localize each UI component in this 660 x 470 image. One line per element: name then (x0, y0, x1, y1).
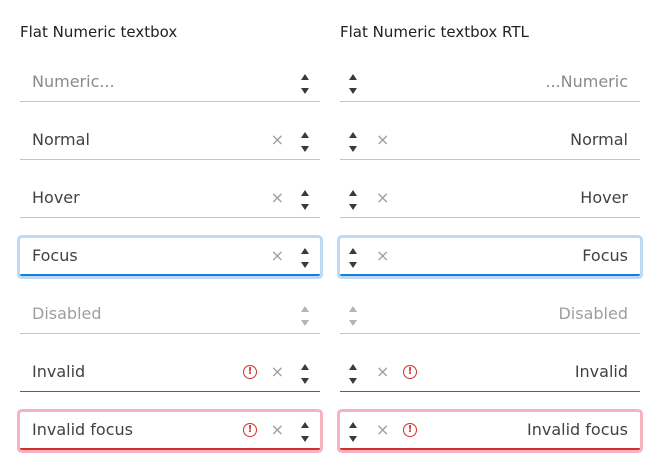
spinner[interactable] (347, 126, 361, 156)
spinner (347, 300, 361, 330)
close-icon[interactable]: × (376, 188, 390, 207)
triangle-down-icon[interactable] (349, 378, 357, 384)
spinner[interactable] (299, 126, 313, 156)
numeric-textbox-normal-rtl[interactable]: Normal × (340, 122, 640, 160)
close-icon[interactable]: × (270, 188, 284, 207)
numeric-textbox-invalid-focus[interactable]: Invalid focus ! × (20, 412, 320, 450)
numeric-input-value[interactable]: Focus (32, 246, 78, 265)
numeric-textbox-invalid-rtl[interactable]: Invalid ! × (340, 354, 640, 392)
triangle-up-icon[interactable] (349, 132, 357, 138)
close-icon[interactable]: × (376, 246, 390, 265)
spinner[interactable] (299, 358, 313, 388)
triangle-down-icon[interactable] (349, 262, 357, 268)
exclamation-circle-icon: ! (403, 423, 417, 437)
numeric-textbox-invalid[interactable]: Invalid ! × (20, 354, 320, 392)
numeric-textbox-invalid-focus-rtl[interactable]: Invalid focus ! × (340, 412, 640, 450)
numeric-input-value[interactable]: Normal (32, 130, 90, 149)
numeric-textbox-disabled-rtl: Disabled (340, 296, 640, 334)
close-icon[interactable]: × (270, 130, 284, 149)
spinner[interactable] (347, 184, 361, 214)
triangle-down-icon[interactable] (301, 262, 309, 268)
numeric-textbox-placeholder[interactable]: Numeric... (20, 64, 320, 102)
spinner[interactable] (299, 416, 313, 446)
triangle-up-icon (349, 306, 357, 312)
triangle-up-icon[interactable] (301, 74, 309, 80)
triangle-down-icon (349, 320, 357, 326)
exclamation-circle-icon: ! (403, 365, 417, 379)
column-title: Flat Numeric textbox RTL (340, 23, 529, 41)
numeric-textbox-focus-rtl[interactable]: Focus × (340, 238, 640, 276)
numeric-textbox-placeholder-rtl[interactable]: ...Numeric (340, 64, 640, 102)
triangle-down-icon[interactable] (349, 204, 357, 210)
triangle-up-icon[interactable] (349, 190, 357, 196)
spinner[interactable] (347, 68, 361, 98)
triangle-down-icon (301, 320, 309, 326)
triangle-up-icon[interactable] (301, 190, 309, 196)
exclamation-circle-icon: ! (243, 365, 257, 379)
close-icon[interactable]: × (376, 362, 390, 381)
numeric-textbox-hover-rtl[interactable]: Hover × (340, 180, 640, 218)
triangle-down-icon[interactable] (301, 378, 309, 384)
numeric-input-placeholder[interactable]: Numeric... (32, 72, 115, 91)
numeric-input-value[interactable]: Hover (32, 188, 80, 207)
numeric-input-value[interactable]: Invalid (574, 362, 628, 381)
triangle-down-icon[interactable] (301, 204, 309, 210)
close-icon[interactable]: × (376, 130, 390, 149)
numeric-input-value[interactable]: Invalid (32, 362, 86, 381)
exclamation-circle-icon: ! (243, 423, 257, 437)
triangle-up-icon (301, 306, 309, 312)
triangle-down-icon[interactable] (349, 88, 357, 94)
triangle-up-icon[interactable] (301, 422, 309, 428)
numeric-textbox-focus[interactable]: Focus × (20, 238, 320, 276)
numeric-input-value[interactable]: Invalid focus (32, 420, 133, 439)
numeric-textbox-hover[interactable]: Hover × (20, 180, 320, 218)
spinner (299, 300, 313, 330)
triangle-up-icon[interactable] (349, 248, 357, 254)
numeric-input-value[interactable]: Hover (580, 188, 628, 207)
numeric-input-value[interactable]: Normal (570, 130, 628, 149)
spinner[interactable] (299, 68, 313, 98)
spinner[interactable] (347, 358, 361, 388)
triangle-down-icon[interactable] (301, 436, 309, 442)
numeric-input-value: Disabled (32, 304, 102, 323)
close-icon[interactable]: × (270, 420, 284, 439)
numeric-input-placeholder[interactable]: ...Numeric (545, 72, 628, 91)
triangle-up-icon[interactable] (301, 364, 309, 370)
numeric-input-value: Disabled (558, 304, 628, 323)
spinner[interactable] (299, 242, 313, 272)
spinner[interactable] (299, 184, 313, 214)
numeric-input-value[interactable]: Invalid focus (527, 420, 628, 439)
close-icon[interactable]: × (270, 246, 284, 265)
triangle-up-icon[interactable] (349, 422, 357, 428)
triangle-up-icon[interactable] (349, 74, 357, 80)
close-icon[interactable]: × (270, 362, 284, 381)
column-title: Flat Numeric textbox (20, 23, 178, 41)
spinner[interactable] (347, 242, 361, 272)
triangle-down-icon[interactable] (349, 436, 357, 442)
triangle-down-icon[interactable] (349, 146, 357, 152)
numeric-textbox-disabled: Disabled (20, 296, 320, 334)
triangle-up-icon[interactable] (301, 132, 309, 138)
triangle-up-icon[interactable] (349, 364, 357, 370)
triangle-up-icon[interactable] (301, 248, 309, 254)
close-icon[interactable]: × (376, 420, 390, 439)
numeric-textbox-normal[interactable]: Normal × (20, 122, 320, 160)
spinner[interactable] (347, 416, 361, 446)
triangle-down-icon[interactable] (301, 146, 309, 152)
numeric-input-value[interactable]: Focus (582, 246, 628, 265)
triangle-down-icon[interactable] (301, 88, 309, 94)
